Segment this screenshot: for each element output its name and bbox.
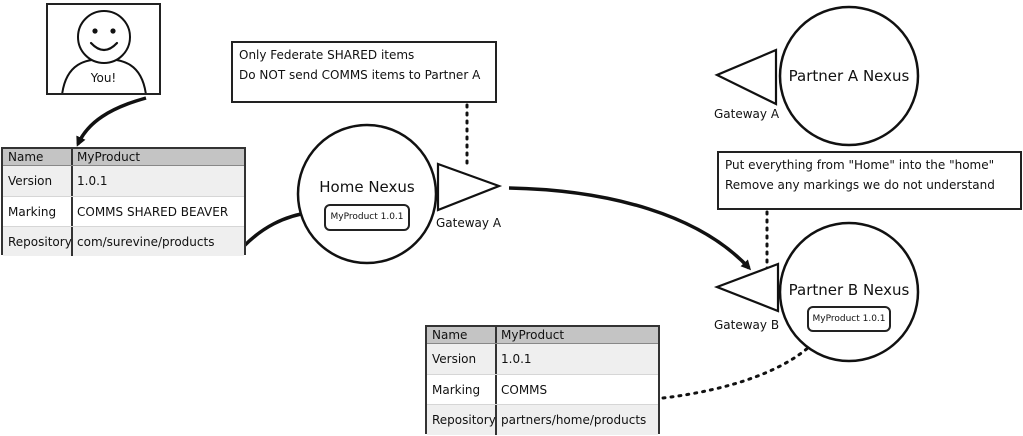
- user-figure-icon: [61, 10, 147, 93]
- partner-a-gateway-triangle: [714, 48, 778, 106]
- table-row: Repository com/surevine/products: [3, 227, 244, 256]
- header-key: Name: [3, 149, 73, 165]
- home-nexus-product: MyProduct 1.0.1: [324, 204, 410, 231]
- source-artifact-table: Name MyProduct Version 1.0.1 Marking COM…: [1, 147, 246, 256]
- note-line: Only Federate SHARED items: [239, 48, 415, 62]
- note-line: Remove any markings we do not understand: [725, 178, 995, 192]
- header-key: Name: [427, 327, 497, 343]
- note-line: Do NOT send COMMS items to Partner A: [239, 68, 481, 82]
- row-value: 1.0.1: [501, 352, 532, 366]
- home-gateway-label: Gateway A: [436, 216, 502, 230]
- table-row: Version 1.0.1: [3, 166, 244, 197]
- gateway-a-rules-note: Only Federate SHARED items Do NOT send C…: [231, 41, 497, 103]
- table-row: Marking COMMS SHARED BEAVER: [3, 197, 244, 227]
- home-nexus-title: Home Nexus: [319, 178, 415, 196]
- row-value: COMMS: [501, 382, 548, 397]
- table-row: Version 1.0.1: [427, 344, 658, 375]
- row-value: partners/home/products: [501, 413, 647, 427]
- row-value: 1.0.1: [77, 174, 108, 188]
- partner-a-nexus-title: Partner A Nexus: [788, 67, 910, 85]
- note-line: Put everything from "Home" into the "hom…: [725, 158, 995, 172]
- user-avatar: You!: [46, 3, 161, 95]
- row-key: Version: [427, 344, 497, 374]
- table-row: Repository partners/home/products: [427, 405, 658, 435]
- partner-b-nexus-title: Partner B Nexus: [788, 281, 910, 299]
- gateway-b-rules-note: Put everything from "Home" into the "hom…: [717, 151, 1022, 210]
- row-value: COMMS SHARED BEAVER: [77, 204, 229, 219]
- row-key: Marking: [427, 375, 497, 404]
- dotted-table-to-partner-b: [661, 336, 820, 400]
- header-value: MyProduct: [77, 150, 141, 164]
- table-header-row: Name MyProduct: [3, 149, 244, 166]
- federated-artifact-table: Name MyProduct Version 1.0.1 Marking COM…: [425, 325, 660, 435]
- row-key: Marking: [3, 197, 73, 226]
- row-value: com/surevine/products: [77, 234, 215, 249]
- row-key: Repository: [427, 405, 497, 435]
- user-label: You!: [90, 71, 117, 85]
- header-value: MyProduct: [501, 328, 565, 342]
- partner-a-nexus-circle: [778, 5, 920, 147]
- partner-a-gateway-label: Gateway A: [714, 107, 780, 121]
- arrow-gateway-to-partner-b: [508, 186, 752, 271]
- row-key: Version: [3, 166, 73, 196]
- partner-b-nexus-product: MyProduct 1.0.1: [807, 306, 891, 332]
- table-header-row: Name MyProduct: [427, 327, 658, 344]
- row-key: Repository: [3, 227, 73, 256]
- partner-b-gateway-label: Gateway B: [714, 318, 780, 332]
- arrow-user-to-table: [76, 96, 147, 147]
- table-row: Marking COMMS: [427, 375, 658, 405]
- partner-b-gateway-triangle: [713, 262, 780, 313]
- home-gateway-triangle: [436, 162, 503, 212]
